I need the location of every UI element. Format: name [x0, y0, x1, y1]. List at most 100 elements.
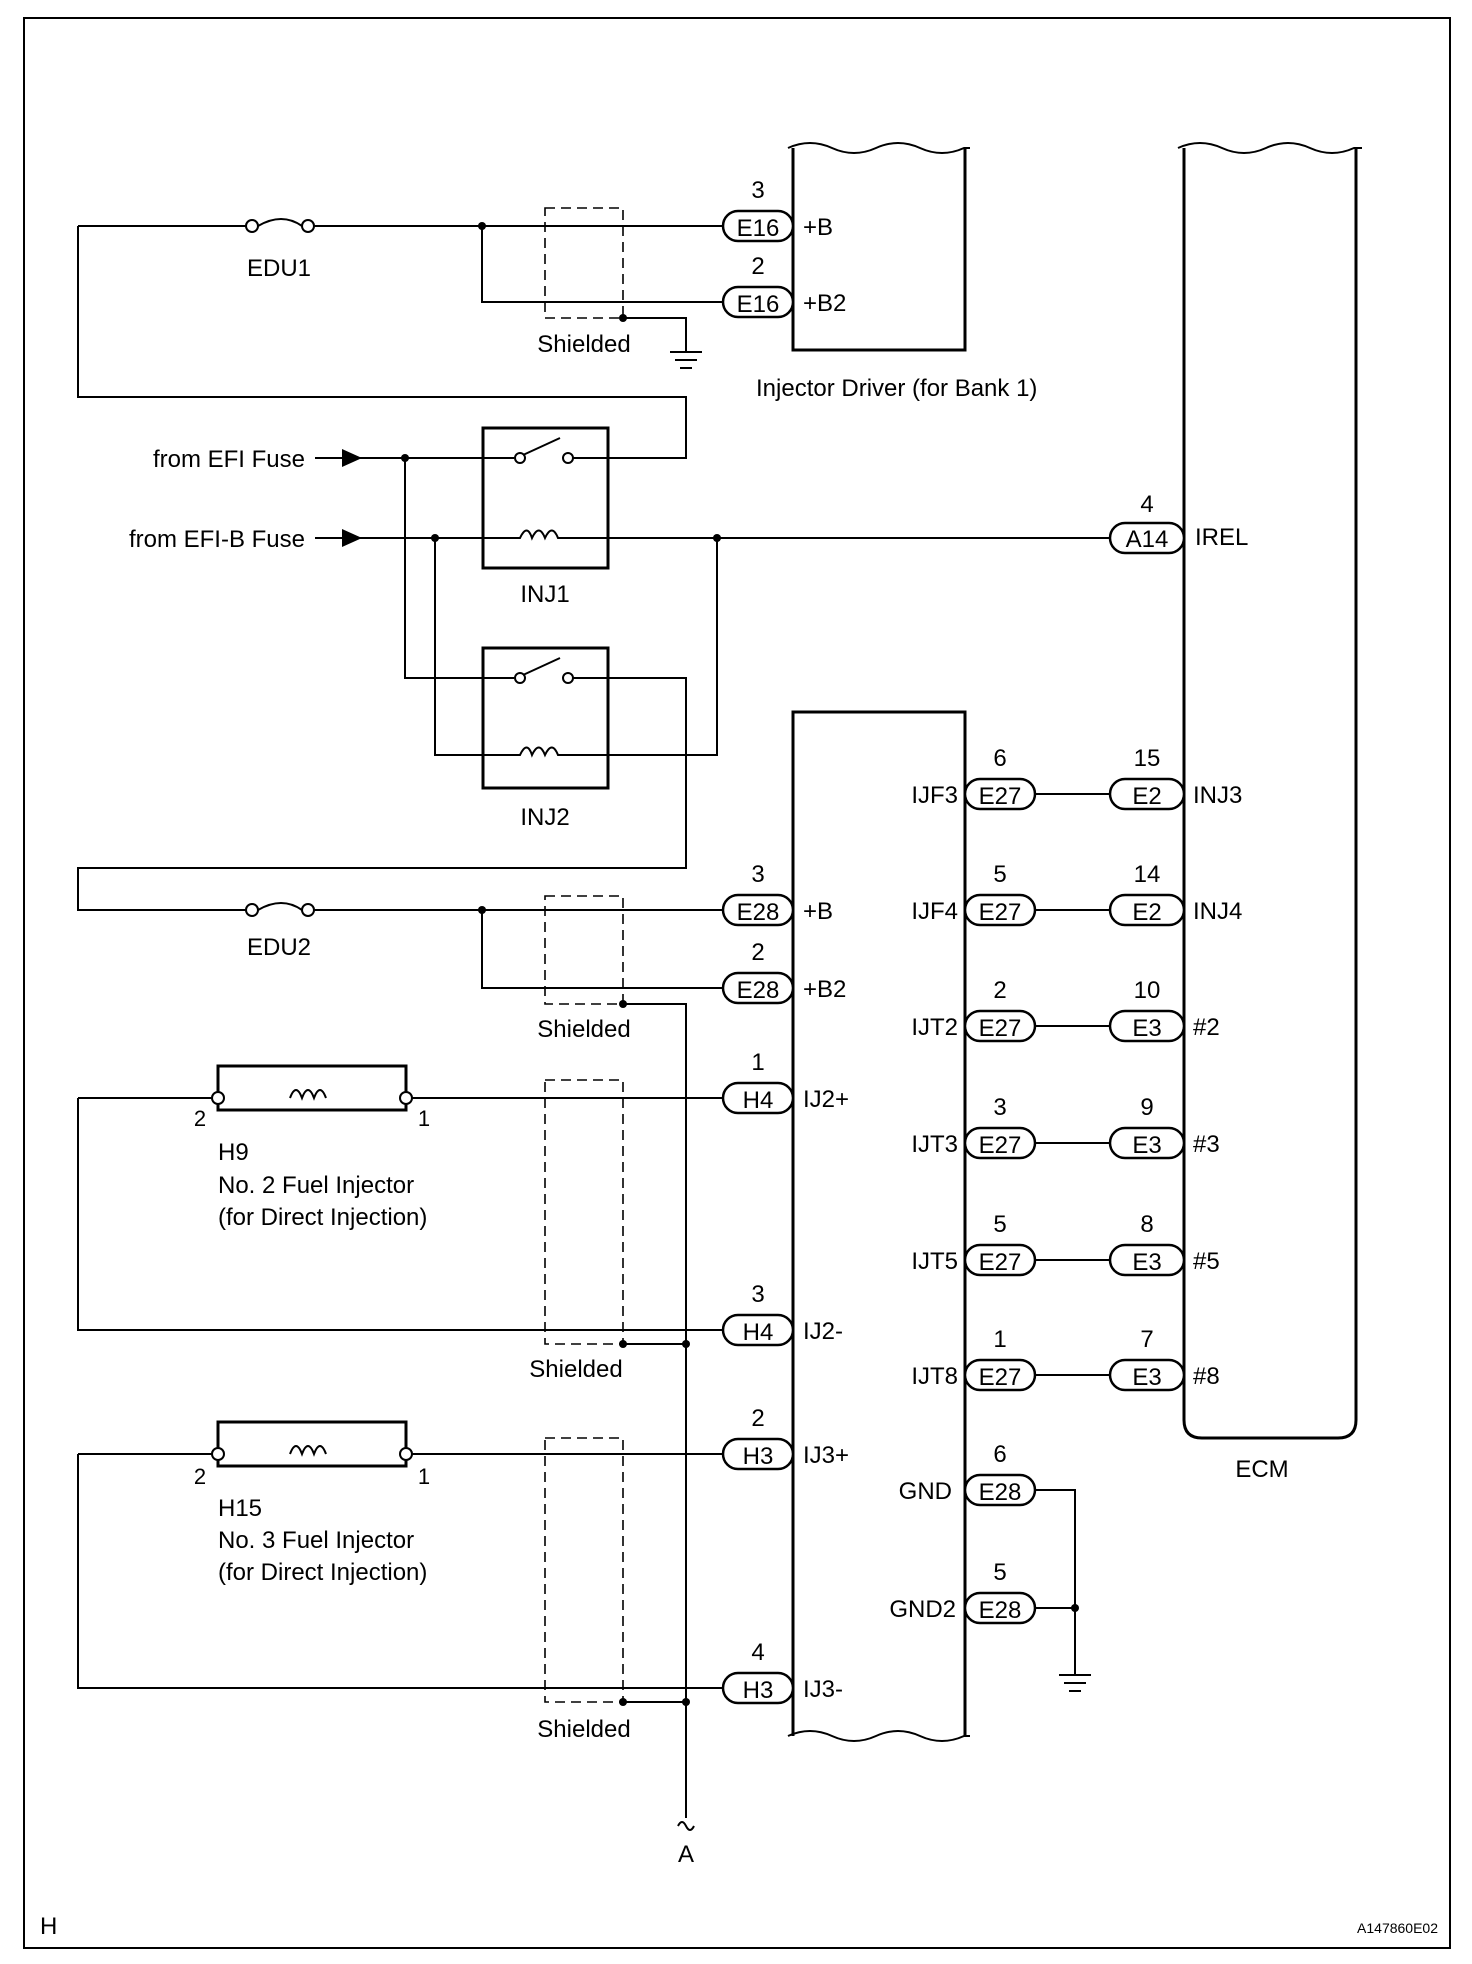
ecm-label: ECM [1235, 1456, 1288, 1483]
relay-inj1 [481, 426, 610, 570]
drv1-pin-b-number: 3 [751, 177, 764, 204]
ecm-row-3-conn: E3 [1132, 1132, 1161, 1159]
efib-fuse-source-label: from EFI-B Fuse [129, 526, 305, 553]
drv2-left-1-name: +B2 [803, 976, 846, 1003]
gnd-pin-0-pin: 6 [993, 1441, 1006, 1468]
ecm-row-0-pin: 15 [1134, 745, 1161, 772]
irel-connector-id: A14 [1126, 526, 1169, 553]
ecm-row-1-conn: E2 [1132, 899, 1161, 926]
drv2-left-3-conn: H4 [743, 1319, 774, 1346]
drv2-right-0-name: IJF3 [911, 782, 958, 809]
injector-driver-bank1-box [787, 142, 970, 352]
ecm-row-0-name: INJ3 [1193, 782, 1242, 809]
drv2-right-3-name: IJT3 [911, 1131, 958, 1158]
drv1-pin-b-conn: E16 [737, 215, 780, 242]
drv2-right-2-pin: 2 [993, 977, 1006, 1004]
drv2-right-0-pin: 6 [993, 745, 1006, 772]
drv1-pin-b2-name: +B2 [803, 290, 846, 317]
ecm-row-2-conn: E3 [1132, 1015, 1161, 1042]
drv2-right-3-conn: E27 [979, 1132, 1022, 1159]
ecm-row-3-name: #3 [1193, 1131, 1220, 1158]
irel-connector [1108, 521, 1186, 555]
shield-1 [544, 207, 702, 369]
footer-section-letter: H [40, 1913, 57, 1940]
ecm-row-3-pin: 9 [1140, 1094, 1153, 1121]
relay-inj2-label: INJ2 [520, 804, 569, 831]
drv2-left-1-conn: E28 [737, 977, 780, 1004]
ground-wiring [963, 1473, 1091, 1692]
edu1-fuse-label: EDU1 [247, 255, 311, 282]
drv2-left-4-pin: 2 [751, 1405, 764, 1432]
drv2-right-2-conn: E27 [979, 1015, 1022, 1042]
shielded-label-2: Shielded [537, 1016, 630, 1043]
injector-h9-pin-right: 1 [418, 1106, 430, 1131]
drv2-left-1-pin: 2 [751, 939, 764, 966]
ecm-row-5-pin: 7 [1140, 1326, 1153, 1353]
drv2-right-1-pin: 5 [993, 861, 1006, 888]
efi-source-lines [315, 449, 483, 756]
injector-driver-bank2-box [787, 710, 970, 1742]
ecm-row-4-conn: E3 [1132, 1249, 1161, 1276]
drv2-right-1-conn: E27 [979, 899, 1022, 926]
irel-wiring [77, 534, 1110, 911]
drv2-left-2-name: IJ2+ [803, 1086, 849, 1113]
drv2-left-2-pin: 1 [751, 1049, 764, 1076]
drv2-left-2-conn: H4 [743, 1087, 774, 1114]
ecm-row-0-conn: E2 [1132, 783, 1161, 810]
ecm-row-4-pin: 8 [1140, 1211, 1153, 1238]
drv2-right-3-pin: 3 [993, 1094, 1006, 1121]
drv2-right-4-name: IJT5 [911, 1248, 958, 1275]
ecm-box [1177, 142, 1362, 1440]
edu1-circuit [77, 218, 723, 459]
footer-figure-code: A147860E02 [1357, 1920, 1438, 1936]
efi-fuse-source-label: from EFI Fuse [153, 446, 305, 473]
injector-h15-id: H15 [218, 1495, 262, 1522]
ecm-row-2-pin: 10 [1134, 977, 1161, 1004]
ecm-row-4-name: #5 [1193, 1248, 1220, 1275]
irel-pin-name: IREL [1195, 524, 1248, 551]
shield-2 [544, 895, 687, 1818]
injector-h15-circuit [77, 1420, 723, 1689]
injector-h9-note: (for Direct Injection) [218, 1204, 427, 1231]
injector-h15-pin-left: 2 [194, 1464, 206, 1489]
edu2-circuit [245, 902, 723, 989]
drv2-right-5-pin: 1 [993, 1326, 1006, 1353]
drv2-left-5-conn: H3 [743, 1677, 774, 1704]
drv2-right-5-name: IJT8 [911, 1363, 958, 1390]
drv2-left-0-name: +B [803, 898, 833, 925]
injector-h9-id: H9 [218, 1139, 249, 1166]
gnd-pin-0-name: GND [899, 1478, 952, 1505]
drv2-left-0-pin: 3 [751, 861, 764, 888]
driver2-to-ecm-wiring [963, 777, 1186, 1392]
drv2-right-5-conn: E27 [979, 1364, 1022, 1391]
drv2-right-4-conn: E27 [979, 1249, 1022, 1276]
gnd-pin-1-pin: 5 [993, 1559, 1006, 1586]
shielded-label-4: Shielded [537, 1716, 630, 1743]
shielded-label-1: Shielded [537, 331, 630, 358]
reference-a-break [677, 1821, 695, 1831]
injector-driver-label: Injector Driver (for Bank 1) [756, 375, 1037, 402]
drv2-right-1-name: IJF4 [911, 898, 958, 925]
ecm-row-2-name: #2 [1193, 1014, 1220, 1041]
drv2-left-5-name: IJ3- [803, 1676, 843, 1703]
shielded-label-3: Shielded [529, 1356, 622, 1383]
injector-h15-pin-right: 1 [418, 1464, 430, 1489]
injector-h15-note: (for Direct Injection) [218, 1559, 427, 1586]
drv2-left-3-name: IJ2- [803, 1318, 843, 1345]
driver2-left-connectors [721, 893, 795, 1705]
edu2-fuse-label: EDU2 [247, 934, 311, 961]
page-border [23, 17, 1451, 1949]
drv1-pin-b-name: +B [803, 214, 833, 241]
ecm-row-1-name: INJ4 [1193, 898, 1242, 925]
gnd-pin-1-conn: E28 [979, 1597, 1022, 1624]
drv2-right-4-pin: 5 [993, 1211, 1006, 1238]
relay-inj2 [481, 646, 610, 790]
reference-a-label: A [678, 1841, 694, 1868]
gnd-pin-1-name: GND2 [889, 1596, 956, 1623]
shield-3 [544, 1079, 690, 1348]
ecm-row-5-name: #8 [1193, 1363, 1220, 1390]
drv2-left-4-conn: H3 [743, 1443, 774, 1470]
irel-pin-number: 4 [1140, 491, 1153, 518]
ecm-row-1-pin: 14 [1134, 861, 1161, 888]
